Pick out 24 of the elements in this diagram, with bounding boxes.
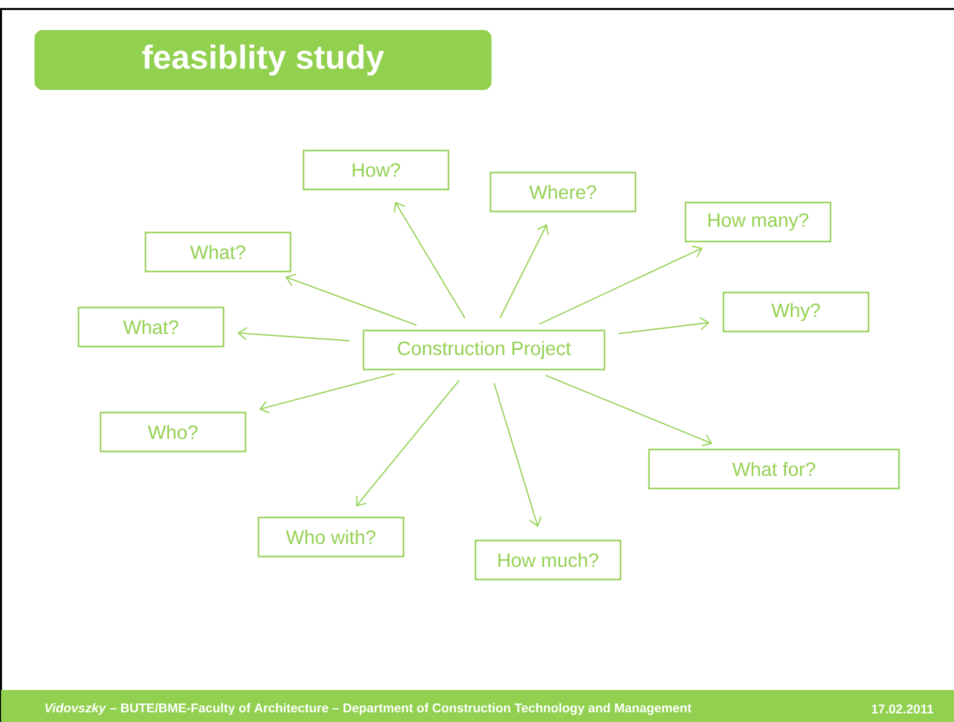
text-box: Construction Project	[362, 330, 606, 370]
text-box: How much?	[474, 540, 622, 580]
arrow	[545, 374, 712, 446]
arrow	[285, 274, 417, 326]
text-box: Who?	[100, 412, 246, 452]
text-box: What?	[78, 306, 224, 348]
arrow	[259, 373, 395, 414]
arrow	[539, 246, 703, 325]
arrow	[356, 380, 460, 506]
footer-date: 17.02.2011	[872, 704, 934, 714]
text-box: Who with?	[258, 516, 404, 558]
text-box: What for?	[648, 448, 900, 490]
arrow	[500, 224, 549, 318]
footer-text: Vidovszky – BUTE/BME-Faculty of Architecture – Department of Construction Technology and Management	[45, 703, 692, 715]
arrow	[493, 382, 542, 528]
text-box: How many?	[684, 202, 832, 242]
arrow	[238, 327, 350, 342]
text-box: Where?	[490, 172, 636, 212]
text-box: What?	[144, 232, 292, 272]
arrow	[618, 317, 710, 334]
text-box: How?	[302, 150, 450, 190]
text-box: Why?	[722, 292, 870, 332]
arrow	[394, 202, 466, 319]
title-banner: feasiblity study	[34, 30, 492, 90]
